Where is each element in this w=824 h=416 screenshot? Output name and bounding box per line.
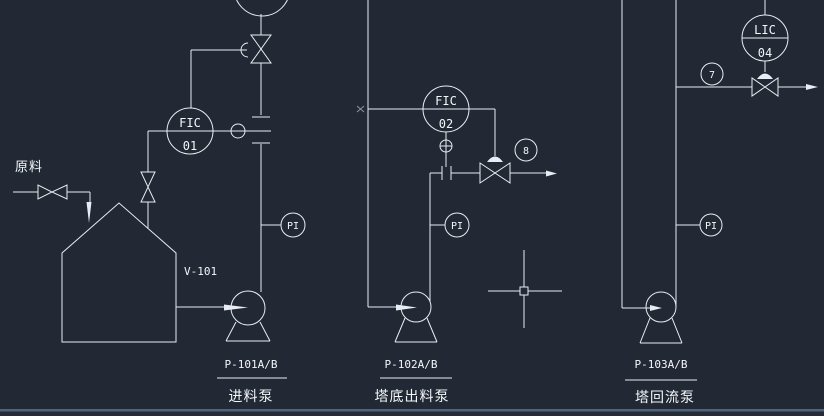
statusbar-top-line (0, 409, 824, 412)
stream-bubble-7[interactable]: 7 (701, 63, 723, 85)
pump-name: 塔底出料泵 (375, 389, 450, 405)
instrument-lic04[interactable]: LIC 04 (742, 0, 788, 72)
valve-top-triangle (251, 35, 271, 49)
valve-actuator-cap (757, 73, 773, 79)
fic01-function-text: FIC (179, 116, 201, 130)
suction-downcomer (368, 0, 396, 307)
pump-p101[interactable] (176, 291, 270, 341)
instrument-fic02[interactable]: FIC 02 (368, 86, 495, 167)
pump-p102[interactable] (395, 292, 437, 342)
flow-arrow-into-pump (650, 305, 662, 311)
status-bar-strip (0, 409, 824, 416)
instrument-pi-feed[interactable]: PI (261, 213, 305, 237)
pump-p101-labels[interactable]: P-101A/B 进料泵 (217, 358, 287, 405)
fic02-function-text: FIC (435, 94, 457, 108)
orifice-flange-bars (442, 166, 451, 180)
stream-8-number: 8 (523, 146, 529, 157)
flow-arrow-into-pump (224, 304, 248, 311)
crosshair-pickbox (520, 287, 528, 295)
tank-roof-valve[interactable] (141, 131, 167, 228)
pump-base (226, 322, 270, 341)
tank-tag-label: V-101 (184, 265, 217, 278)
fic01-tap-circle (231, 124, 245, 138)
tank-v101[interactable] (62, 203, 176, 342)
fic01-signal-lines[interactable] (191, 50, 271, 138)
pump-p103[interactable] (640, 292, 682, 343)
reflux-suction-pipe[interactable] (622, 0, 662, 311)
pi-reflux-bubble (700, 214, 722, 236)
pump-base (640, 318, 682, 343)
roof-valve-lines (148, 131, 167, 228)
valve-bottom-triangle (141, 187, 155, 202)
crosshair-cursor (488, 250, 562, 328)
stream-7-number: 7 (709, 70, 715, 81)
bottoms-discharge-pipe[interactable] (430, 166, 480, 302)
stream-bubble-8[interactable]: 8 (515, 139, 537, 161)
pump-p102-labels[interactable]: P-102A/B 塔底出料泵 (375, 358, 453, 405)
pi-feed-bubble (281, 213, 305, 237)
pump-casing-circle (401, 292, 431, 322)
instrument-fic01[interactable]: FIC 01 (167, 108, 213, 154)
lic04-number-text: 04 (758, 46, 772, 60)
fic01-number-text: 01 (183, 139, 197, 153)
point-marker (357, 106, 364, 112)
fic01-to-valve-signal (191, 50, 247, 108)
feed-block-valve[interactable] (38, 185, 67, 199)
feed-pipe (13, 192, 90, 202)
suction-downcomer (622, 0, 650, 308)
flow-arrow-out (546, 170, 557, 177)
reflux-discharge-pipe[interactable] (676, 0, 752, 307)
pump-p103-labels[interactable]: P-103A/B 塔回流泵 (625, 358, 697, 406)
pump-name: 进料泵 (229, 389, 274, 405)
pi-bottoms-bubble (445, 213, 469, 237)
feed-stream-label: 原料 (15, 160, 43, 175)
valve-right-triangle (52, 185, 67, 199)
pump-casing-circle (646, 292, 676, 322)
stream-8-circle (515, 139, 537, 161)
valve-right-triangle (765, 78, 778, 96)
valve-left-triangle (480, 163, 495, 183)
flow-arrow-into-pump (396, 304, 417, 311)
pump-name: 塔回流泵 (635, 390, 695, 406)
valve-right-triangle (495, 163, 510, 183)
instrument-pi-bottoms[interactable]: PI (430, 213, 469, 237)
valve-bottom-triangle (251, 49, 271, 63)
pi-bottoms-text: PI (451, 221, 463, 232)
orifice-flange-bars (252, 117, 270, 143)
pump-tag: P-101A/B (225, 358, 278, 371)
valve-actuator-cap (487, 156, 503, 162)
bottoms-suction-pipe[interactable] (368, 0, 417, 311)
flow-arrow-out (806, 84, 818, 90)
valve-top-triangle (141, 172, 155, 187)
valve-actuator-arc (241, 43, 248, 57)
node-x-marker (357, 106, 364, 112)
pump-tag: P-103A/B (635, 358, 688, 371)
feed-riser-pipe[interactable] (234, 0, 290, 292)
feed-control-valve[interactable] (241, 35, 271, 63)
pi-feed-text: PI (287, 221, 299, 232)
column-bottom-partial-circle (234, 0, 290, 16)
instrument-pi-reflux[interactable]: PI (676, 214, 722, 236)
pump-casing-circle (231, 291, 265, 325)
stream-7-circle (701, 63, 723, 85)
feed-line[interactable] (13, 192, 92, 223)
statusbar-fill (0, 411, 824, 416)
lic04-function-text: LIC (754, 23, 776, 37)
pi-reflux-text: PI (705, 221, 717, 232)
valve-left-triangle (752, 78, 765, 96)
reflux-control-valve[interactable] (752, 73, 818, 97)
fic02-to-valve-signal (469, 109, 495, 156)
pump-tag: P-102A/B (385, 358, 438, 371)
pump-base (395, 318, 437, 342)
tank-outline (62, 203, 176, 342)
flow-arrow-into-tank (86, 202, 92, 223)
fic02-number-text: 02 (439, 117, 453, 131)
valve-left-triangle (38, 185, 52, 199)
bottoms-control-valve[interactable] (480, 156, 557, 184)
